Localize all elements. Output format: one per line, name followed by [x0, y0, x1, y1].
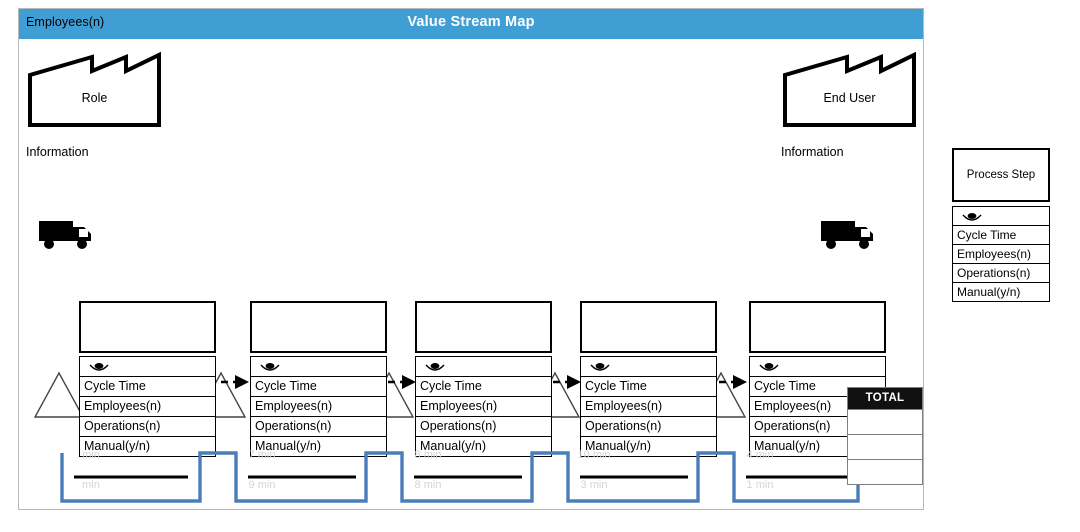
lead-time: min	[82, 479, 100, 491]
legend-attr-employees: Employees(n)	[953, 245, 1049, 264]
total-row[interactable]	[848, 434, 922, 459]
attr-operations: Operations(n)	[581, 417, 716, 437]
attr-employees: Employees(n)	[750, 397, 885, 417]
attr-operations: Operations(n)	[750, 417, 885, 437]
eye-icon-row	[80, 357, 215, 377]
attr-cycle-time: Cycle Time	[251, 377, 386, 397]
truck-icon	[39, 221, 91, 249]
process-step-attributes: Cycle Time Employees(n) Operations(n) Ma…	[79, 356, 216, 457]
factory-role-label: Role	[81, 91, 108, 105]
factory-icon	[783, 51, 916, 127]
timeline-sawtooth	[60, 451, 860, 503]
process-step[interactable]: Cycle Time Employees(n) Operations(n) Ma…	[580, 301, 717, 457]
attr-operations: Operations(n)	[416, 417, 551, 437]
value-added-time: 7 min	[248, 449, 276, 461]
legend-process-step-box: Process Step	[952, 148, 1050, 202]
value-added-time: min	[82, 449, 100, 461]
eye-icon	[759, 362, 779, 371]
information-label-right: Information	[781, 145, 844, 159]
value-added-time: 8 min	[414, 449, 442, 461]
attr-cycle-time: Cycle Time	[750, 377, 885, 397]
information-label-left: Information	[26, 145, 89, 159]
eye-icon	[590, 362, 610, 371]
customer-factory-end-user: End User	[781, 49, 918, 129]
eye-icon-row	[416, 357, 551, 377]
total-row[interactable]	[848, 409, 922, 434]
lead-time: 9 min	[248, 479, 276, 491]
truck-icon	[821, 221, 873, 249]
attr-manual: Manual(y/n)	[581, 437, 716, 457]
attr-employees: Employees(n)	[251, 397, 386, 417]
eye-icon-row	[750, 357, 885, 377]
process-step-attributes: Cycle Time Employees(n) Operations(n) Ma…	[250, 356, 387, 457]
eye-icon	[425, 362, 445, 371]
total-row[interactable]	[848, 459, 922, 484]
attr-employees: Employees(n)	[80, 397, 215, 417]
process-step-name-box[interactable]	[79, 301, 216, 353]
supplier-factory-role: Role	[26, 49, 163, 129]
process-step-attributes: Cycle Time Employees(n) Operations(n) Ma…	[580, 356, 717, 457]
process-step[interactable]: Cycle Time Employees(n) Operations(n) Ma…	[749, 301, 886, 457]
process-step-name-box[interactable]	[580, 301, 717, 353]
process-step-attributes: Cycle Time Employees(n) Operations(n) Ma…	[415, 356, 552, 457]
eye-icon	[89, 362, 109, 371]
factory-end-user-label: End User	[823, 91, 876, 105]
lead-time: 3 min	[580, 479, 608, 491]
attr-operations: Operations(n)	[80, 417, 215, 437]
attr-operations: Operations(n)	[251, 417, 386, 437]
total-header: TOTAL	[848, 388, 922, 409]
legend-panel: Process Step Cycle Time Employees(n) Ope…	[952, 148, 1050, 302]
legend-process-step-label: Process Step	[966, 169, 1036, 181]
total-box: TOTAL	[847, 387, 923, 485]
attr-employees: Employees(n)	[416, 397, 551, 417]
process-step-name-box[interactable]	[250, 301, 387, 353]
attr-manual: Manual(y/n)	[251, 437, 386, 457]
shipment-truck-right	[819, 215, 877, 253]
attr-manual: Manual(y/n)	[80, 437, 215, 457]
process-step-name-box[interactable]	[415, 301, 552, 353]
attr-manual: Manual(y/n)	[750, 437, 885, 457]
eye-icon-row	[251, 357, 386, 377]
value-added-time: 4 min	[746, 449, 774, 461]
factory-icon	[28, 51, 161, 127]
process-step[interactable]: Cycle Time Employees(n) Operations(n) Ma…	[250, 301, 387, 457]
shipment-truck-left	[37, 215, 95, 253]
inventory-triangle	[33, 369, 85, 421]
header-band: Employees(n) Value Stream Map	[19, 9, 923, 39]
attr-employees: Employees(n)	[581, 397, 716, 417]
value-stream-map-canvas: Employees(n) Value Stream Map Role End U…	[18, 8, 924, 510]
attr-cycle-time: Cycle Time	[80, 377, 215, 397]
header-left-label: Employees(n)	[26, 15, 105, 29]
attr-manual: Manual(y/n)	[416, 437, 551, 457]
page-title: Value Stream Map	[407, 14, 535, 30]
process-step[interactable]: Cycle Time Employees(n) Operations(n) Ma…	[79, 301, 216, 457]
legend-attributes: Cycle Time Employees(n) Operations(n) Ma…	[952, 206, 1050, 302]
lead-time: 1 min	[746, 479, 774, 491]
attr-cycle-time: Cycle Time	[581, 377, 716, 397]
legend-attr-cycle-time: Cycle Time	[953, 226, 1049, 245]
process-step-name-box[interactable]	[749, 301, 886, 353]
legend-attr-operations: Operations(n)	[953, 264, 1049, 283]
eye-icon-row	[953, 207, 1049, 226]
lead-time: 8 min	[414, 479, 442, 491]
attr-cycle-time: Cycle Time	[416, 377, 551, 397]
eye-icon-row	[581, 357, 716, 377]
eye-icon	[962, 212, 982, 221]
eye-icon	[260, 362, 280, 371]
process-step[interactable]: Cycle Time Employees(n) Operations(n) Ma…	[415, 301, 552, 457]
value-added-time: 10 min	[577, 449, 611, 461]
legend-attr-manual: Manual(y/n)	[953, 283, 1049, 302]
